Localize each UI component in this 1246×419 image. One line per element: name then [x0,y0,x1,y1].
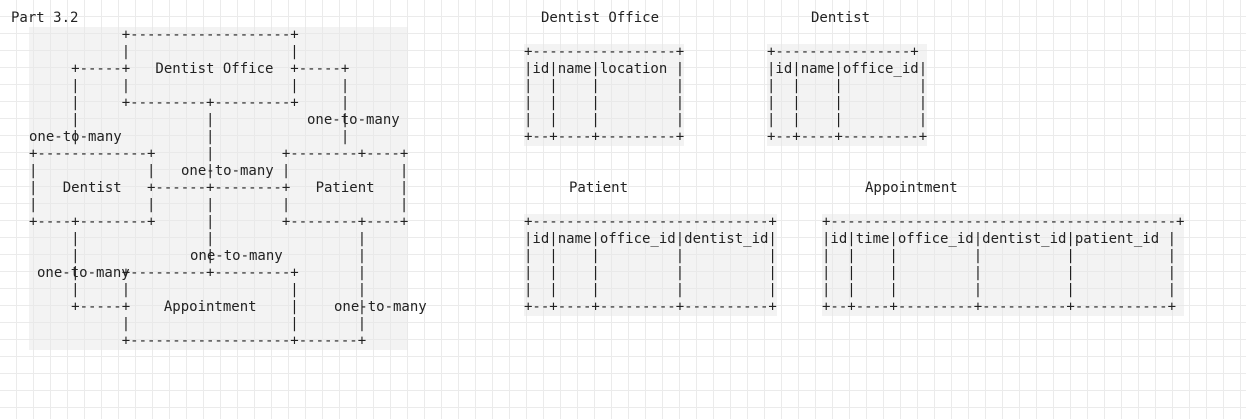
relationship-label-office-patient: one-to-many [307,112,400,128]
table-patient: +----------------------------+ |id|name|… [524,214,777,316]
relationship-label-dentist-appointment: one-to-many [37,265,130,281]
table-dentist-office: +-----------------+ |id|name|location | … [524,44,685,146]
relationship-label-office-dentist: one-to-many [29,129,122,145]
table-title-patient: Patient [569,180,629,196]
table-title-dentist-office: Dentist Office [541,10,660,26]
relationship-label-patient-appointment: one-to-many [334,299,427,315]
er-diagram: +-------------------+ | | +-----+ Dentis… [29,27,409,350]
table-title-dentist: Dentist [811,10,871,26]
page-title: Part 3.2 [11,10,79,26]
table-title-appointment: Appointment [865,180,958,196]
table-appointment: +---------------------------------------… [822,214,1185,316]
table-dentist: +----------------+ |id|name|office_id| |… [767,44,928,146]
relationship-label-office-appointment: one-to-many [190,248,283,264]
relationship-label-dentist-patient: one-to-many [181,163,274,179]
